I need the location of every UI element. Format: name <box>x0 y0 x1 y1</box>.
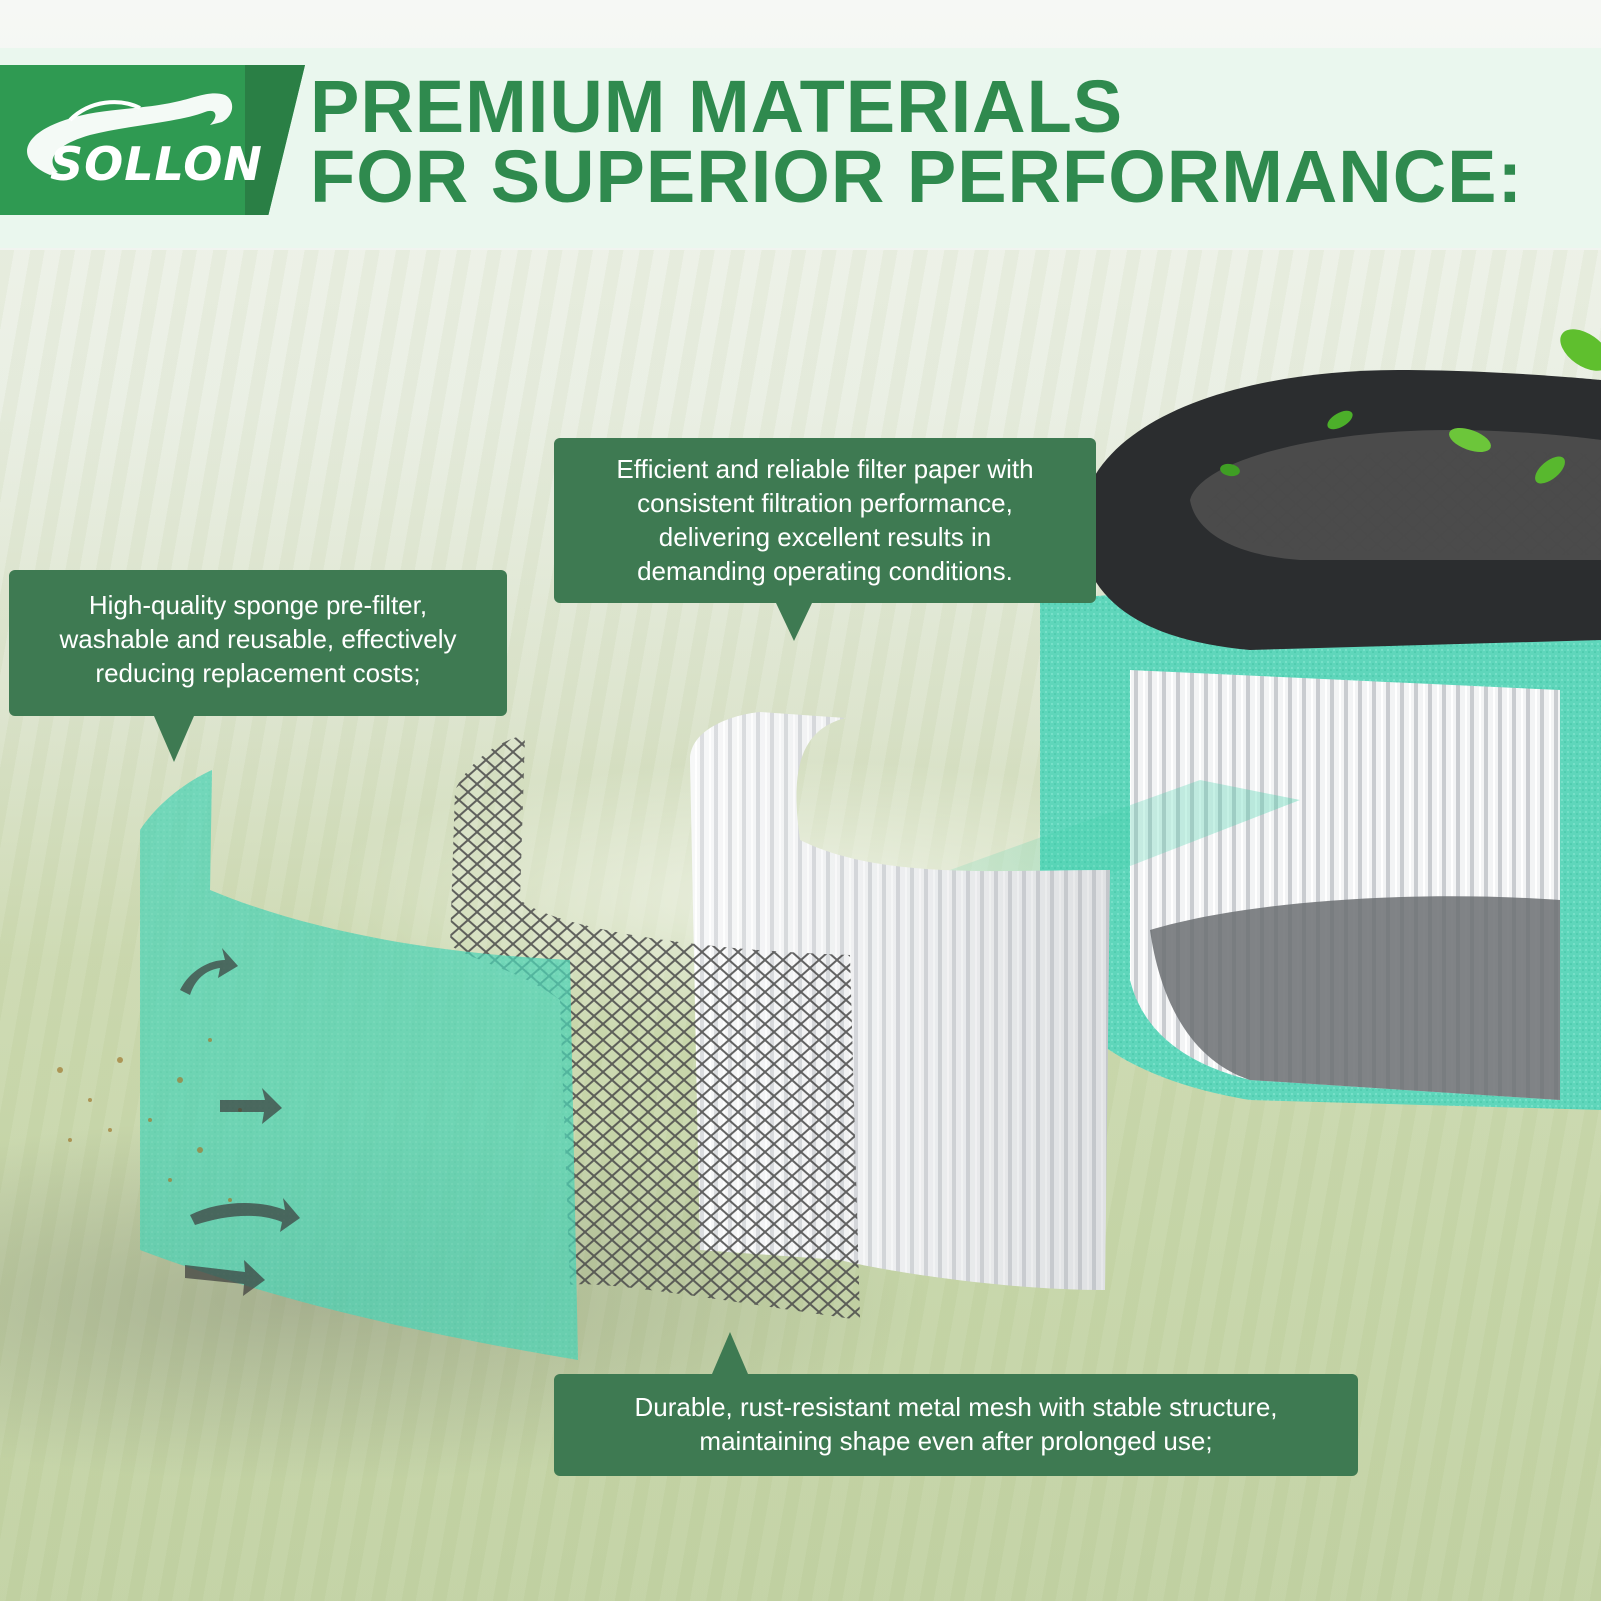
metal-mesh-layer <box>450 735 860 1320</box>
logo-swoosh-icon <box>27 93 233 175</box>
callout-paper-line-4: demanding operating conditions. <box>637 556 1013 586</box>
dust-particles <box>57 1038 242 1202</box>
callout-sponge-line-1: High-quality sponge pre-filter, <box>88 590 428 620</box>
callout-metal-mesh: Durable, rust-resistant metal mesh with … <box>554 1332 1358 1476</box>
brand-logo-text: SOLLON <box>50 137 263 191</box>
callout-pointer <box>776 603 812 641</box>
leaves <box>1220 329 1601 484</box>
callout-pointer <box>712 1332 748 1374</box>
callout-pointer <box>154 716 194 762</box>
callout-sponge-line-2: washable and reusable, effectively <box>59 624 457 654</box>
callout-paper-line-3: delivering excellent results in <box>658 522 992 552</box>
callout-mesh-line-1: Durable, rust-resistant metal mesh with … <box>634 1392 1278 1422</box>
callout-paper-line-1: Efficient and reliable filter paper with <box>616 454 1034 484</box>
page-headline: PREMIUM MATERIALS FOR SUPERIOR PERFORMAN… <box>310 65 1524 218</box>
assembled-filter <box>1040 370 1601 1110</box>
callout-mesh-line-2: maintaining shape even after prolonged u… <box>699 1426 1213 1456</box>
callout-sponge-line-3: reducing replacement costs; <box>95 658 421 688</box>
headline-line-2: FOR SUPERIOR PERFORMANCE: <box>310 135 1524 218</box>
callout-sponge-prefilter: High-quality sponge pre-filter, washable… <box>9 570 507 762</box>
headline-line-1: PREMIUM MATERIALS <box>310 65 1124 148</box>
callout-paper-line-2: consistent filtration performance, <box>637 488 1013 518</box>
airflow-arrows <box>180 948 300 1296</box>
callout-filter-paper: Efficient and reliable filter paper with… <box>554 438 1096 641</box>
